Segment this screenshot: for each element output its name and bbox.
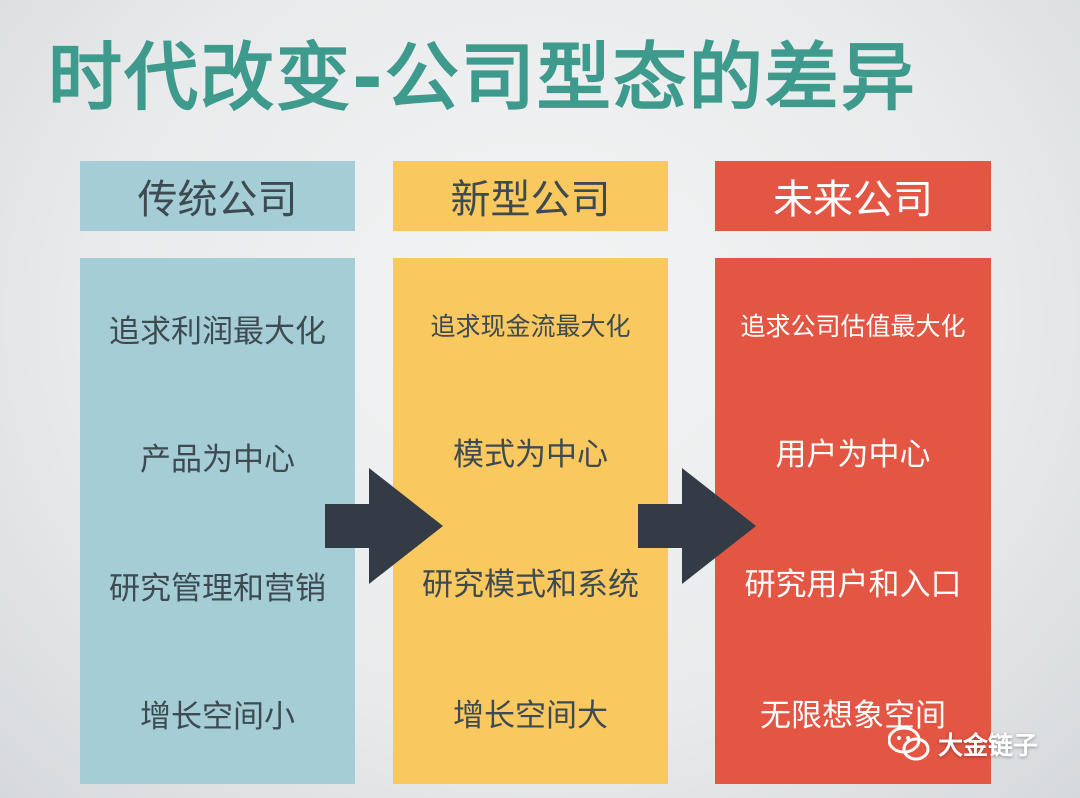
watermark-label: 大金链子 [938,731,1039,760]
arrow-right-icon [638,468,756,584]
list-item: 模式为中心 [453,436,608,473]
list-item: 增长空间大 [453,698,608,735]
arrow-right-icon [325,468,443,584]
watermark: 大金链子 [888,726,1038,762]
list-item: 无限想象空间 [760,698,946,735]
list-item: 用户为中心 [775,436,931,473]
list-item: 研究用户和入口 [744,567,962,604]
traditional-company-panel: 追求利润最大化 产品为中心 研究管理和营销 增长空间小 [80,258,355,784]
wechat-icon [888,726,930,761]
list-item: 产品为中心 [140,442,295,479]
list-item: 增长空间小 [140,699,295,736]
list-item: 追求利润最大化 [109,313,326,350]
page-title: 时代改变-公司型态的差异 [48,35,917,121]
list-item: 追求公司估值最大化 [740,311,966,341]
new-company-panel: 追求现金流最大化 模式为中心 研究模式和系统 增长空间大 [393,258,668,784]
list-item: 追求现金流最大化 [430,311,631,341]
future-company-panel: 追求公司估值最大化 用户为中心 研究用户和入口 无限想象空间 [715,258,991,784]
traditional-company-header: 传统公司 [80,161,355,231]
new-company-header: 新型公司 [393,161,668,231]
list-item: 研究模式和系统 [422,567,639,604]
list-item: 研究管理和营销 [109,570,326,607]
future-company-header: 未来公司 [715,161,991,231]
